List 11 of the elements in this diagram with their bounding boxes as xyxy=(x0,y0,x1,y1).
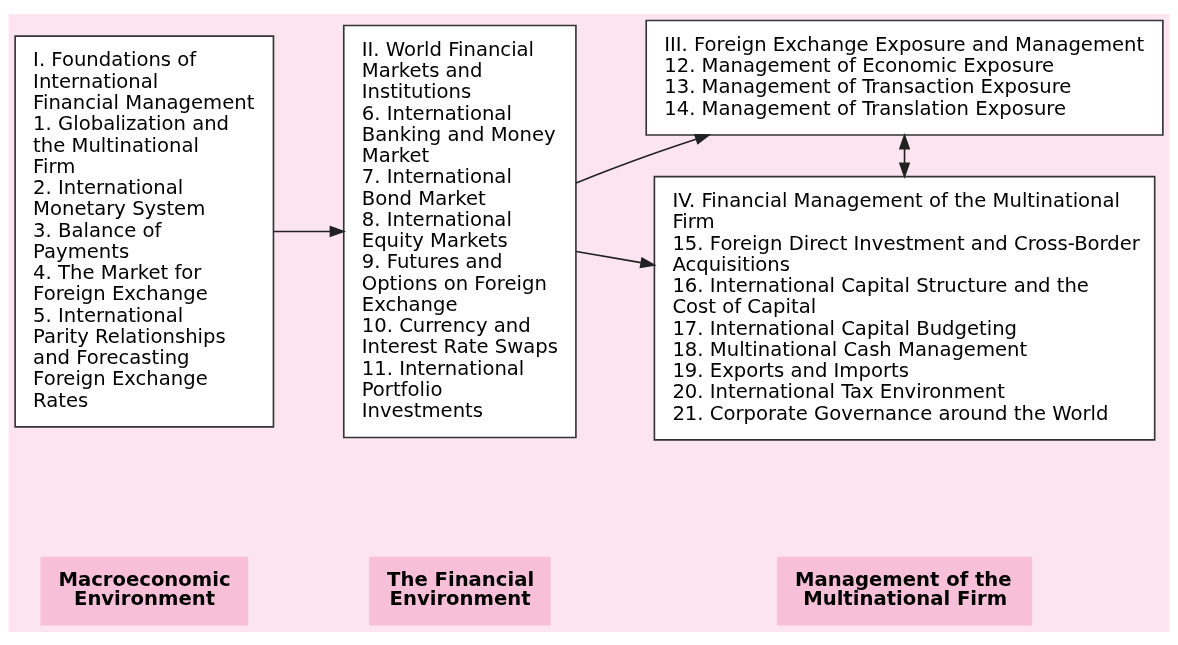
label: Macroeconomic Environment xyxy=(58,567,231,610)
node-box: II. World Financial Markets and Institutions 6. International Banking and Money Market 7. International Bond Market 8. International Equity Markets 9. Futures and Options on Foreign Exchange 10. Currency and Interest Rate Swaps 11. International Portfolio Investments xyxy=(342,24,577,438)
arrow xyxy=(575,133,712,184)
node-box: III. Foreign Exchange Exposure and Management 12. Management of Economic Exposure 13. Management of Transaction Exposure 14. Management of Translation Exposure xyxy=(645,19,1164,136)
label: The Financial Environment xyxy=(387,567,535,610)
arrow xyxy=(898,132,911,179)
arrow xyxy=(273,225,346,237)
node-box: I. Foundations of International Financial Management 1. Globalization and the Multinational Firm 2. International Monetary System 3. Balance of Payments 4. The Market for Foreign Exchange 5. International Parity Relationships and Forecasting Foreign Exchange Rates xyxy=(14,34,275,428)
node-box: IV. Financial Management of the Multinational Firm 15. Foreign Direct Investment and Cross-Border Acquisitions 16. International Capital Structure and the Cost of Capital 17. International Capital Budgeting 18. Multinational Cash Management 19. Exports and Imports 20. International Tax Environment 21. Corporate Governance around the World xyxy=(653,175,1156,441)
label: Management of the Multinational Firm xyxy=(795,567,1012,610)
arrow xyxy=(575,250,657,268)
